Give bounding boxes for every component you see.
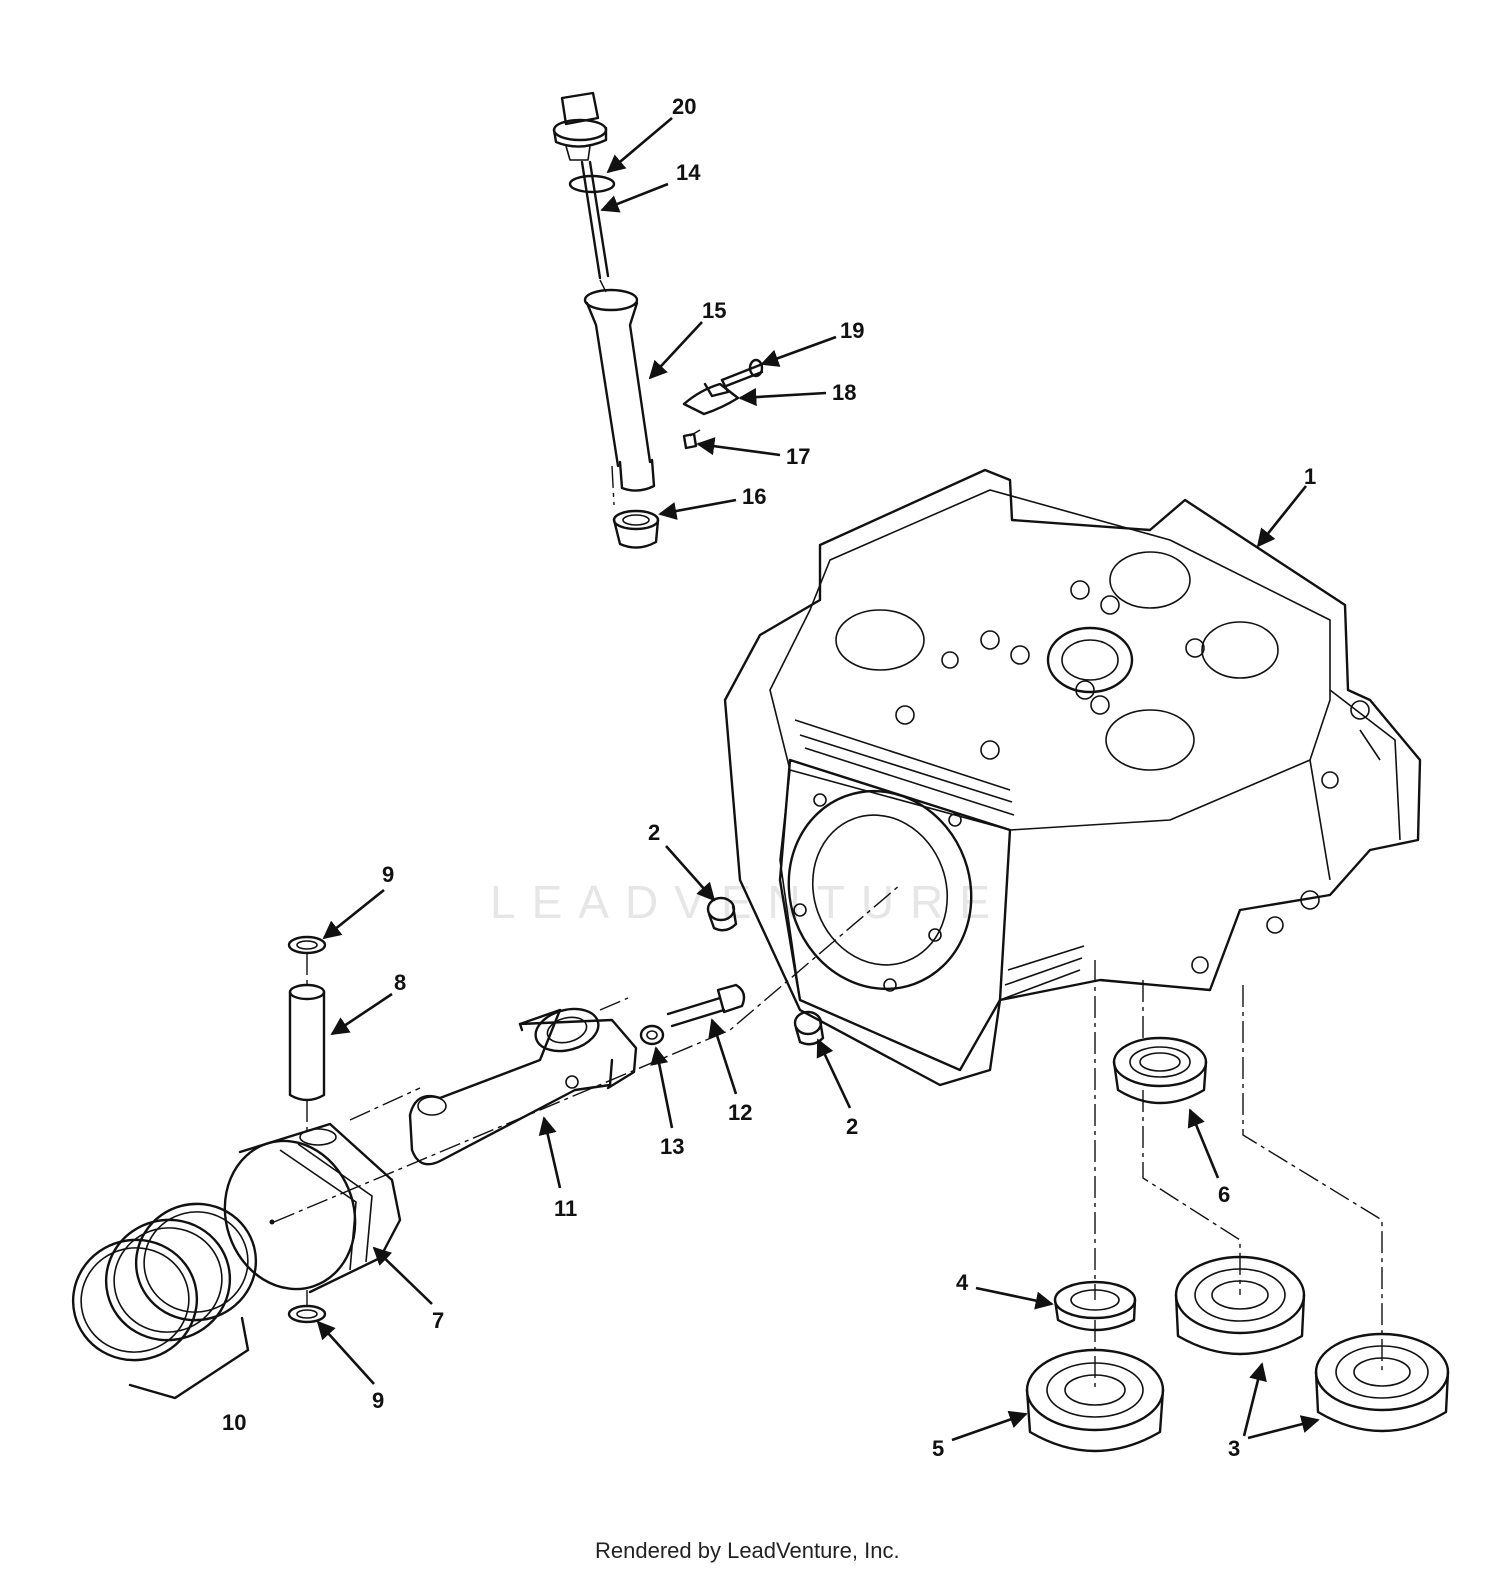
rod-bolt-part[interactable]	[666, 983, 746, 1028]
dowel-pin-upper-part[interactable]	[706, 896, 738, 932]
bearing-6-part[interactable]	[1112, 1036, 1208, 1105]
callout-20[interactable]: 20	[672, 94, 696, 119]
callout-4[interactable]: 4	[956, 1270, 969, 1295]
callout-18[interactable]: 18	[832, 380, 856, 405]
callout-6[interactable]: 6	[1218, 1182, 1230, 1207]
assembly-lines	[273, 279, 1383, 1390]
connecting-rod-part[interactable]	[408, 1002, 638, 1166]
crankcase-part[interactable]	[723, 468, 1422, 1087]
callout-14[interactable]: 14	[676, 160, 701, 185]
rod-washer-part[interactable]	[639, 1024, 665, 1046]
retaining-ring-lower-part[interactable]	[287, 1304, 327, 1324]
callout-9-upper[interactable]: 9	[382, 862, 394, 887]
piston-rings-part[interactable]	[60, 1191, 268, 1400]
callout-5[interactable]: 5	[932, 1436, 944, 1461]
callout-7[interactable]: 7	[432, 1308, 444, 1333]
callout-2-upper[interactable]: 2	[648, 820, 660, 845]
callout-12[interactable]: 12	[728, 1100, 752, 1125]
callout-16[interactable]: 16	[742, 484, 766, 509]
footer-credit: Rendered by LeadVenture, Inc.	[595, 1538, 900, 1563]
callout-13[interactable]: 13	[660, 1134, 684, 1159]
callout-2-lower[interactable]: 2	[846, 1114, 858, 1139]
callout-15[interactable]: 15	[702, 298, 726, 323]
callout-11[interactable]: 11	[554, 1196, 577, 1221]
tube-seal-part[interactable]	[612, 509, 660, 549]
callout-10[interactable]: 10	[222, 1410, 246, 1435]
callout-arrows	[316, 117, 1320, 1442]
callout-1[interactable]: 1	[1304, 464, 1316, 489]
callout-17[interactable]: 17	[786, 444, 810, 469]
callout-3[interactable]: 3	[1228, 1436, 1240, 1461]
bracket-assembly-part[interactable]	[682, 358, 764, 450]
callout-19[interactable]: 19	[840, 318, 864, 343]
dipstick-tube-part[interactable]	[583, 288, 656, 492]
piston-part[interactable]	[206, 1122, 402, 1306]
callout-8[interactable]: 8	[394, 970, 406, 995]
dowel-pin-lower-part[interactable]	[793, 1010, 825, 1046]
callout-9-lower[interactable]: 9	[372, 1388, 384, 1413]
retaining-ring-upper-part[interactable]	[287, 935, 327, 955]
watermark: LEADVENTURE	[490, 876, 1006, 928]
callout-labels: 20 14 15 19 18 17 16 1 2 2 9 8 13 12 11 …	[222, 94, 1316, 1461]
dipstick-part[interactable]	[552, 91, 616, 280]
piston-pin-part[interactable]	[288, 983, 326, 1102]
